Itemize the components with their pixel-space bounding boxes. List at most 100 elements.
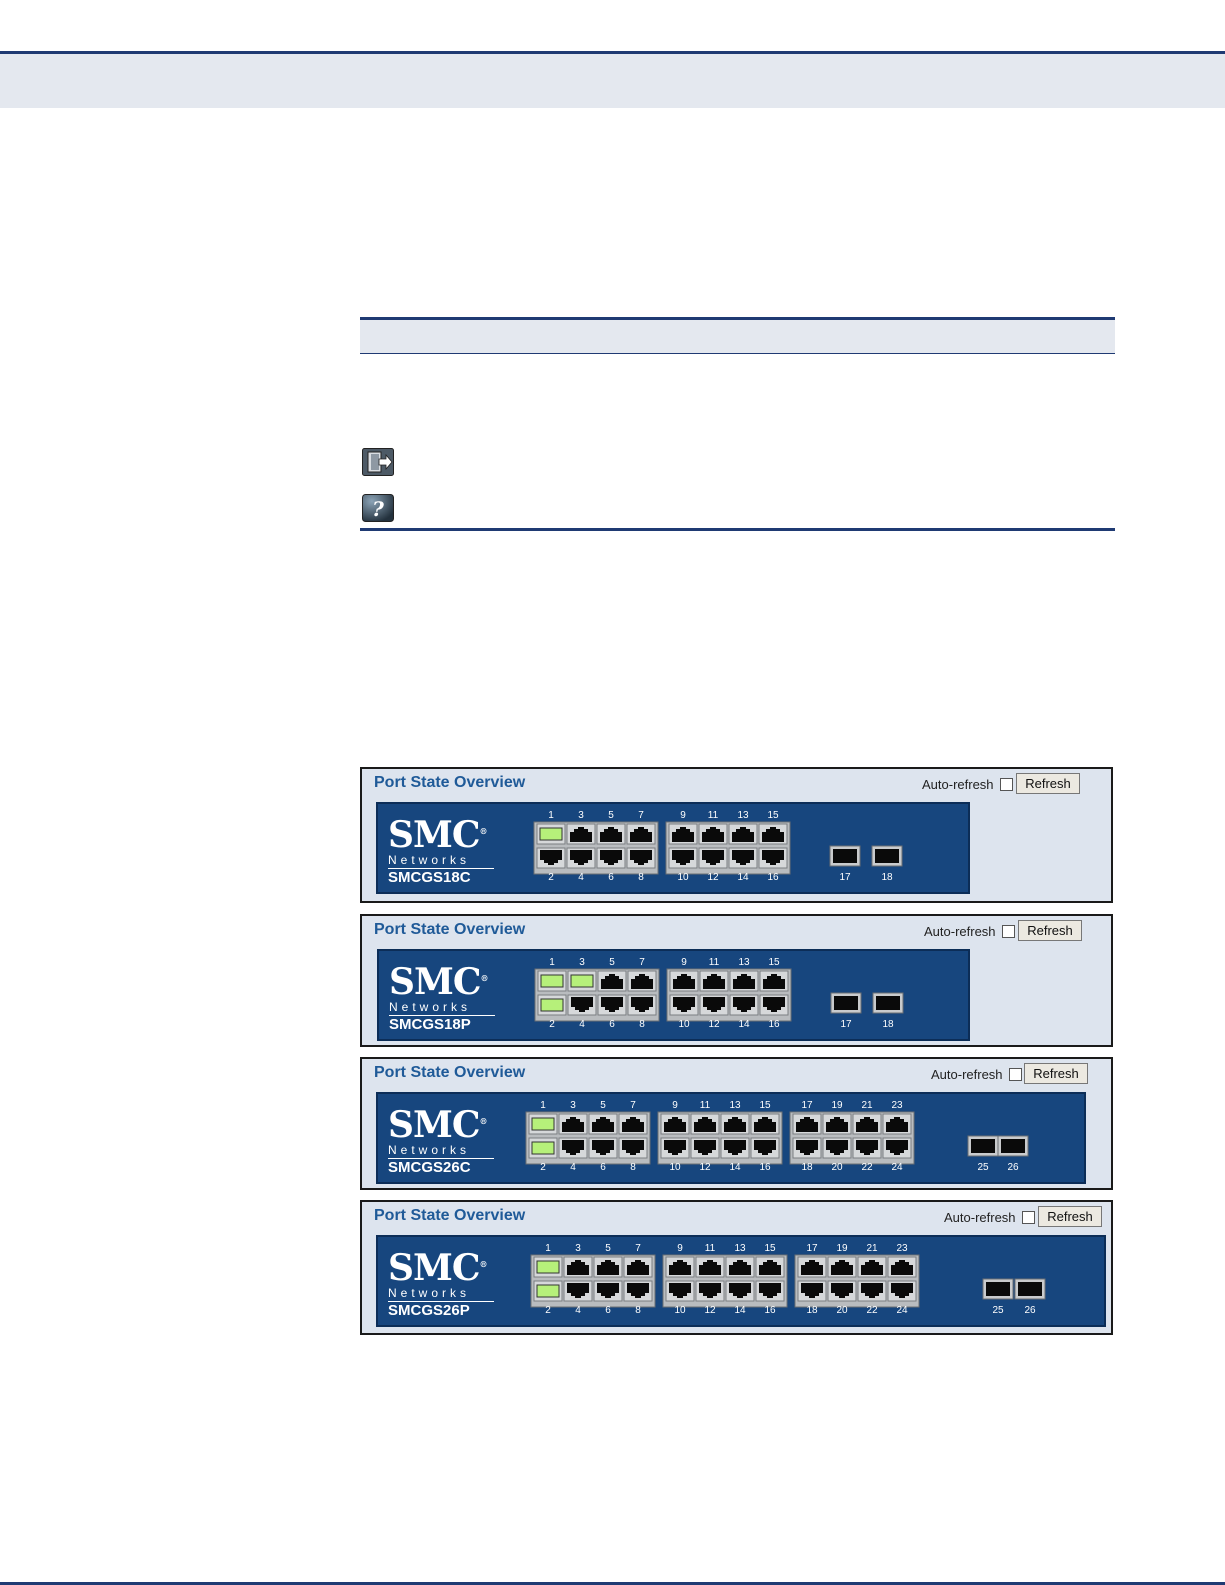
port-link-down[interactable] [796,1117,818,1132]
port-link-down[interactable] [673,974,695,989]
port-link-down[interactable] [630,827,652,842]
port-link-down[interactable] [702,850,724,865]
port-link-up[interactable] [531,1141,555,1155]
port-link-down[interactable] [724,1117,746,1132]
port-link-down[interactable] [571,997,593,1012]
sfp-port[interactable] [1018,1282,1042,1296]
auto-refresh-checkbox[interactable] [1021,1211,1035,1224]
port-link-down[interactable] [699,1260,721,1275]
port-link-down[interactable] [886,1140,908,1155]
port-link-up[interactable] [536,1284,560,1298]
port-link-down[interactable] [759,1283,781,1298]
port-link-down[interactable] [597,1283,619,1298]
port-link-down[interactable] [763,997,785,1012]
port-link-down[interactable] [592,1117,614,1132]
port-link-down[interactable] [856,1140,878,1155]
port-link-down[interactable] [861,1260,883,1275]
port-link-down[interactable] [694,1117,716,1132]
port-link-down[interactable] [631,974,653,989]
port-link-down[interactable] [622,1117,644,1132]
port-link-down[interactable] [672,827,694,842]
port-link-down[interactable] [664,1140,686,1155]
port-link-down[interactable] [796,1140,818,1155]
port-link-down[interactable] [622,1140,644,1155]
port-link-down[interactable] [702,827,724,842]
port-link-down[interactable] [699,1283,721,1298]
port-link-down[interactable] [664,1117,686,1132]
port-link-down[interactable] [672,850,694,865]
port-link-down[interactable] [627,1283,649,1298]
port-link-down[interactable] [669,1283,691,1298]
port-link-down[interactable] [763,974,785,989]
port-link-down[interactable] [801,1283,823,1298]
port-link-down[interactable] [600,850,622,865]
auto-refresh-control[interactable]: Auto-refresh [922,777,1013,792]
port-link-down[interactable] [754,1117,776,1132]
port-link-down[interactable] [631,997,653,1012]
port-link-down[interactable] [759,1260,781,1275]
port-link-down[interactable] [732,850,754,865]
port-link-down[interactable] [891,1260,913,1275]
port-link-down[interactable] [801,1260,823,1275]
port-link-down[interactable] [627,1260,649,1275]
sfp-port[interactable] [971,1139,995,1153]
port-link-down[interactable] [703,974,725,989]
port-link-down[interactable] [601,974,623,989]
port-link-down[interactable] [600,827,622,842]
refresh-button[interactable]: Refresh [1024,1063,1088,1084]
auto-refresh-checkbox[interactable] [1008,1068,1022,1081]
port-link-up[interactable] [539,827,563,841]
port-link-down[interactable] [724,1140,746,1155]
sfp-port[interactable] [876,996,900,1010]
port-link-down[interactable] [694,1140,716,1155]
port-link-down[interactable] [567,1283,589,1298]
port-link-down[interactable] [669,1260,691,1275]
port-link-up[interactable] [540,998,564,1012]
port-link-down[interactable] [592,1140,614,1155]
port-link-down[interactable] [886,1117,908,1132]
port-link-down[interactable] [826,1140,848,1155]
port-link-down[interactable] [729,1260,751,1275]
refresh-button[interactable]: Refresh [1038,1206,1102,1227]
port-link-down[interactable] [762,850,784,865]
port-link-down[interactable] [733,997,755,1012]
port-link-down[interactable] [729,1283,751,1298]
port-link-down[interactable] [630,850,652,865]
port-link-down[interactable] [703,997,725,1012]
port-link-down[interactable] [831,1260,853,1275]
port-link-down[interactable] [597,1260,619,1275]
port-link-down[interactable] [562,1140,584,1155]
port-link-up[interactable] [540,974,564,988]
port-link-down[interactable] [673,997,695,1012]
port-link-down[interactable] [762,827,784,842]
refresh-button[interactable]: Refresh [1016,773,1080,794]
port-link-down[interactable] [861,1283,883,1298]
port-link-up[interactable] [570,974,594,988]
port-link-down[interactable] [754,1140,776,1155]
port-link-down[interactable] [856,1117,878,1132]
sfp-port[interactable] [1001,1139,1025,1153]
port-link-down[interactable] [891,1283,913,1298]
port-link-down[interactable] [570,827,592,842]
port-link-down[interactable] [732,827,754,842]
auto-refresh-control[interactable]: Auto-refresh [924,924,1015,939]
port-link-up[interactable] [536,1260,560,1274]
port-link-up[interactable] [531,1117,555,1131]
sfp-port[interactable] [986,1282,1010,1296]
port-link-down[interactable] [562,1117,584,1132]
port-link-down[interactable] [601,997,623,1012]
port-link-down[interactable] [570,850,592,865]
port-link-down[interactable] [733,974,755,989]
auto-refresh-control[interactable]: Auto-refresh [931,1067,1022,1082]
port-link-down[interactable] [567,1260,589,1275]
auto-refresh-checkbox[interactable] [1001,925,1015,938]
auto-refresh-checkbox[interactable] [999,778,1013,791]
port-link-down[interactable] [826,1117,848,1132]
refresh-button[interactable]: Refresh [1018,920,1082,941]
sfp-port[interactable] [875,849,899,863]
port-link-down[interactable] [540,850,562,865]
sfp-port[interactable] [834,996,858,1010]
port-link-down[interactable] [831,1283,853,1298]
sfp-port[interactable] [833,849,857,863]
auto-refresh-control[interactable]: Auto-refresh [944,1210,1035,1225]
